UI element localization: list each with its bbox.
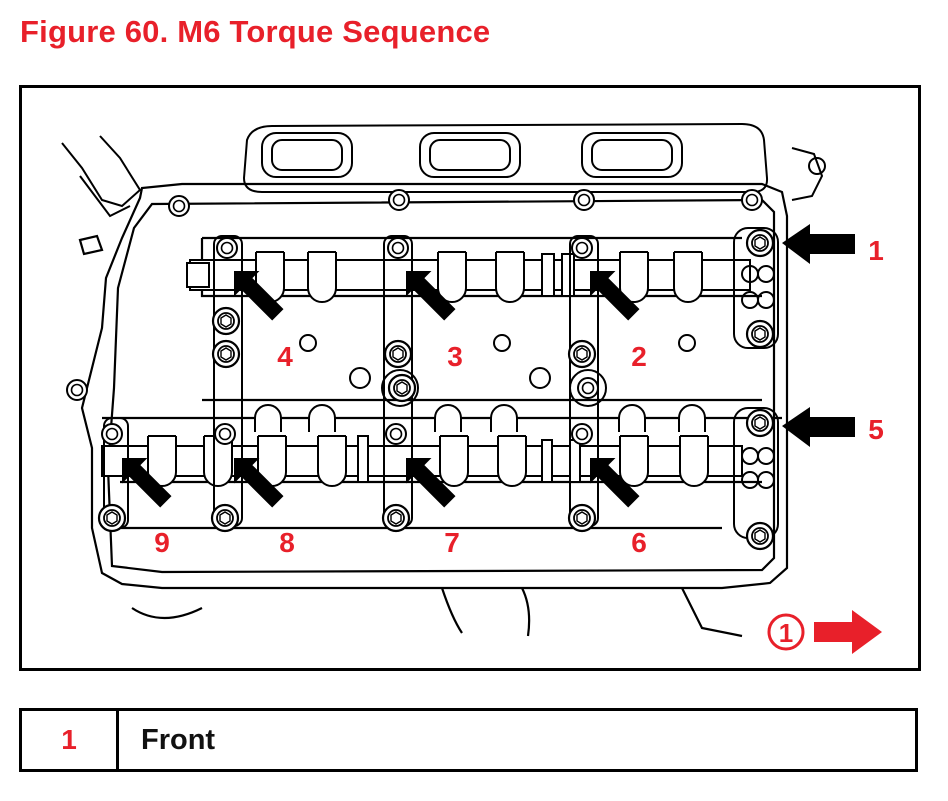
callout-6: 6 bbox=[631, 527, 647, 558]
front-marker: 1 bbox=[767, 610, 882, 654]
callout-4: 4 bbox=[277, 341, 293, 372]
callout-3: 3 bbox=[447, 341, 463, 372]
arrow-4 bbox=[234, 271, 284, 321]
arrow-1 bbox=[782, 224, 855, 264]
front-arrow-icon bbox=[814, 610, 882, 654]
upper-camshaft bbox=[186, 251, 751, 303]
cylinder-head-diagram: 1 2 3 4 5 6 7 8 9 1 bbox=[61, 122, 884, 654]
callout-7: 7 bbox=[444, 527, 460, 558]
arrow-5 bbox=[782, 407, 855, 447]
callout-9: 9 bbox=[154, 527, 170, 558]
arrow-3 bbox=[406, 271, 456, 321]
cylinder-head-outline bbox=[78, 182, 789, 638]
legend-number: 1 bbox=[22, 711, 119, 769]
page-title: Figure 60. M6 Torque Sequence bbox=[20, 14, 491, 49]
callout-5: 5 bbox=[868, 414, 884, 445]
diagram-frame: 1 2 3 4 5 6 7 8 9 1 bbox=[19, 85, 921, 671]
arrow-8 bbox=[234, 458, 284, 508]
front-marker-number: 1 bbox=[779, 618, 793, 648]
callout-1: 1 bbox=[868, 235, 884, 266]
callout-2: 2 bbox=[631, 341, 647, 372]
callout-8: 8 bbox=[279, 527, 295, 558]
front-marker-circle bbox=[767, 613, 805, 651]
arrow-7 bbox=[406, 458, 456, 508]
arrow-2 bbox=[590, 271, 640, 321]
legend-table: 1 Front bbox=[19, 708, 918, 772]
arrow-9 bbox=[122, 458, 172, 508]
sequence-arrows bbox=[122, 224, 855, 508]
arrow-6 bbox=[590, 458, 640, 508]
head-bolts bbox=[66, 189, 775, 551]
legend-label: Front bbox=[141, 723, 216, 756]
intake-manifold-outline bbox=[61, 122, 826, 218]
